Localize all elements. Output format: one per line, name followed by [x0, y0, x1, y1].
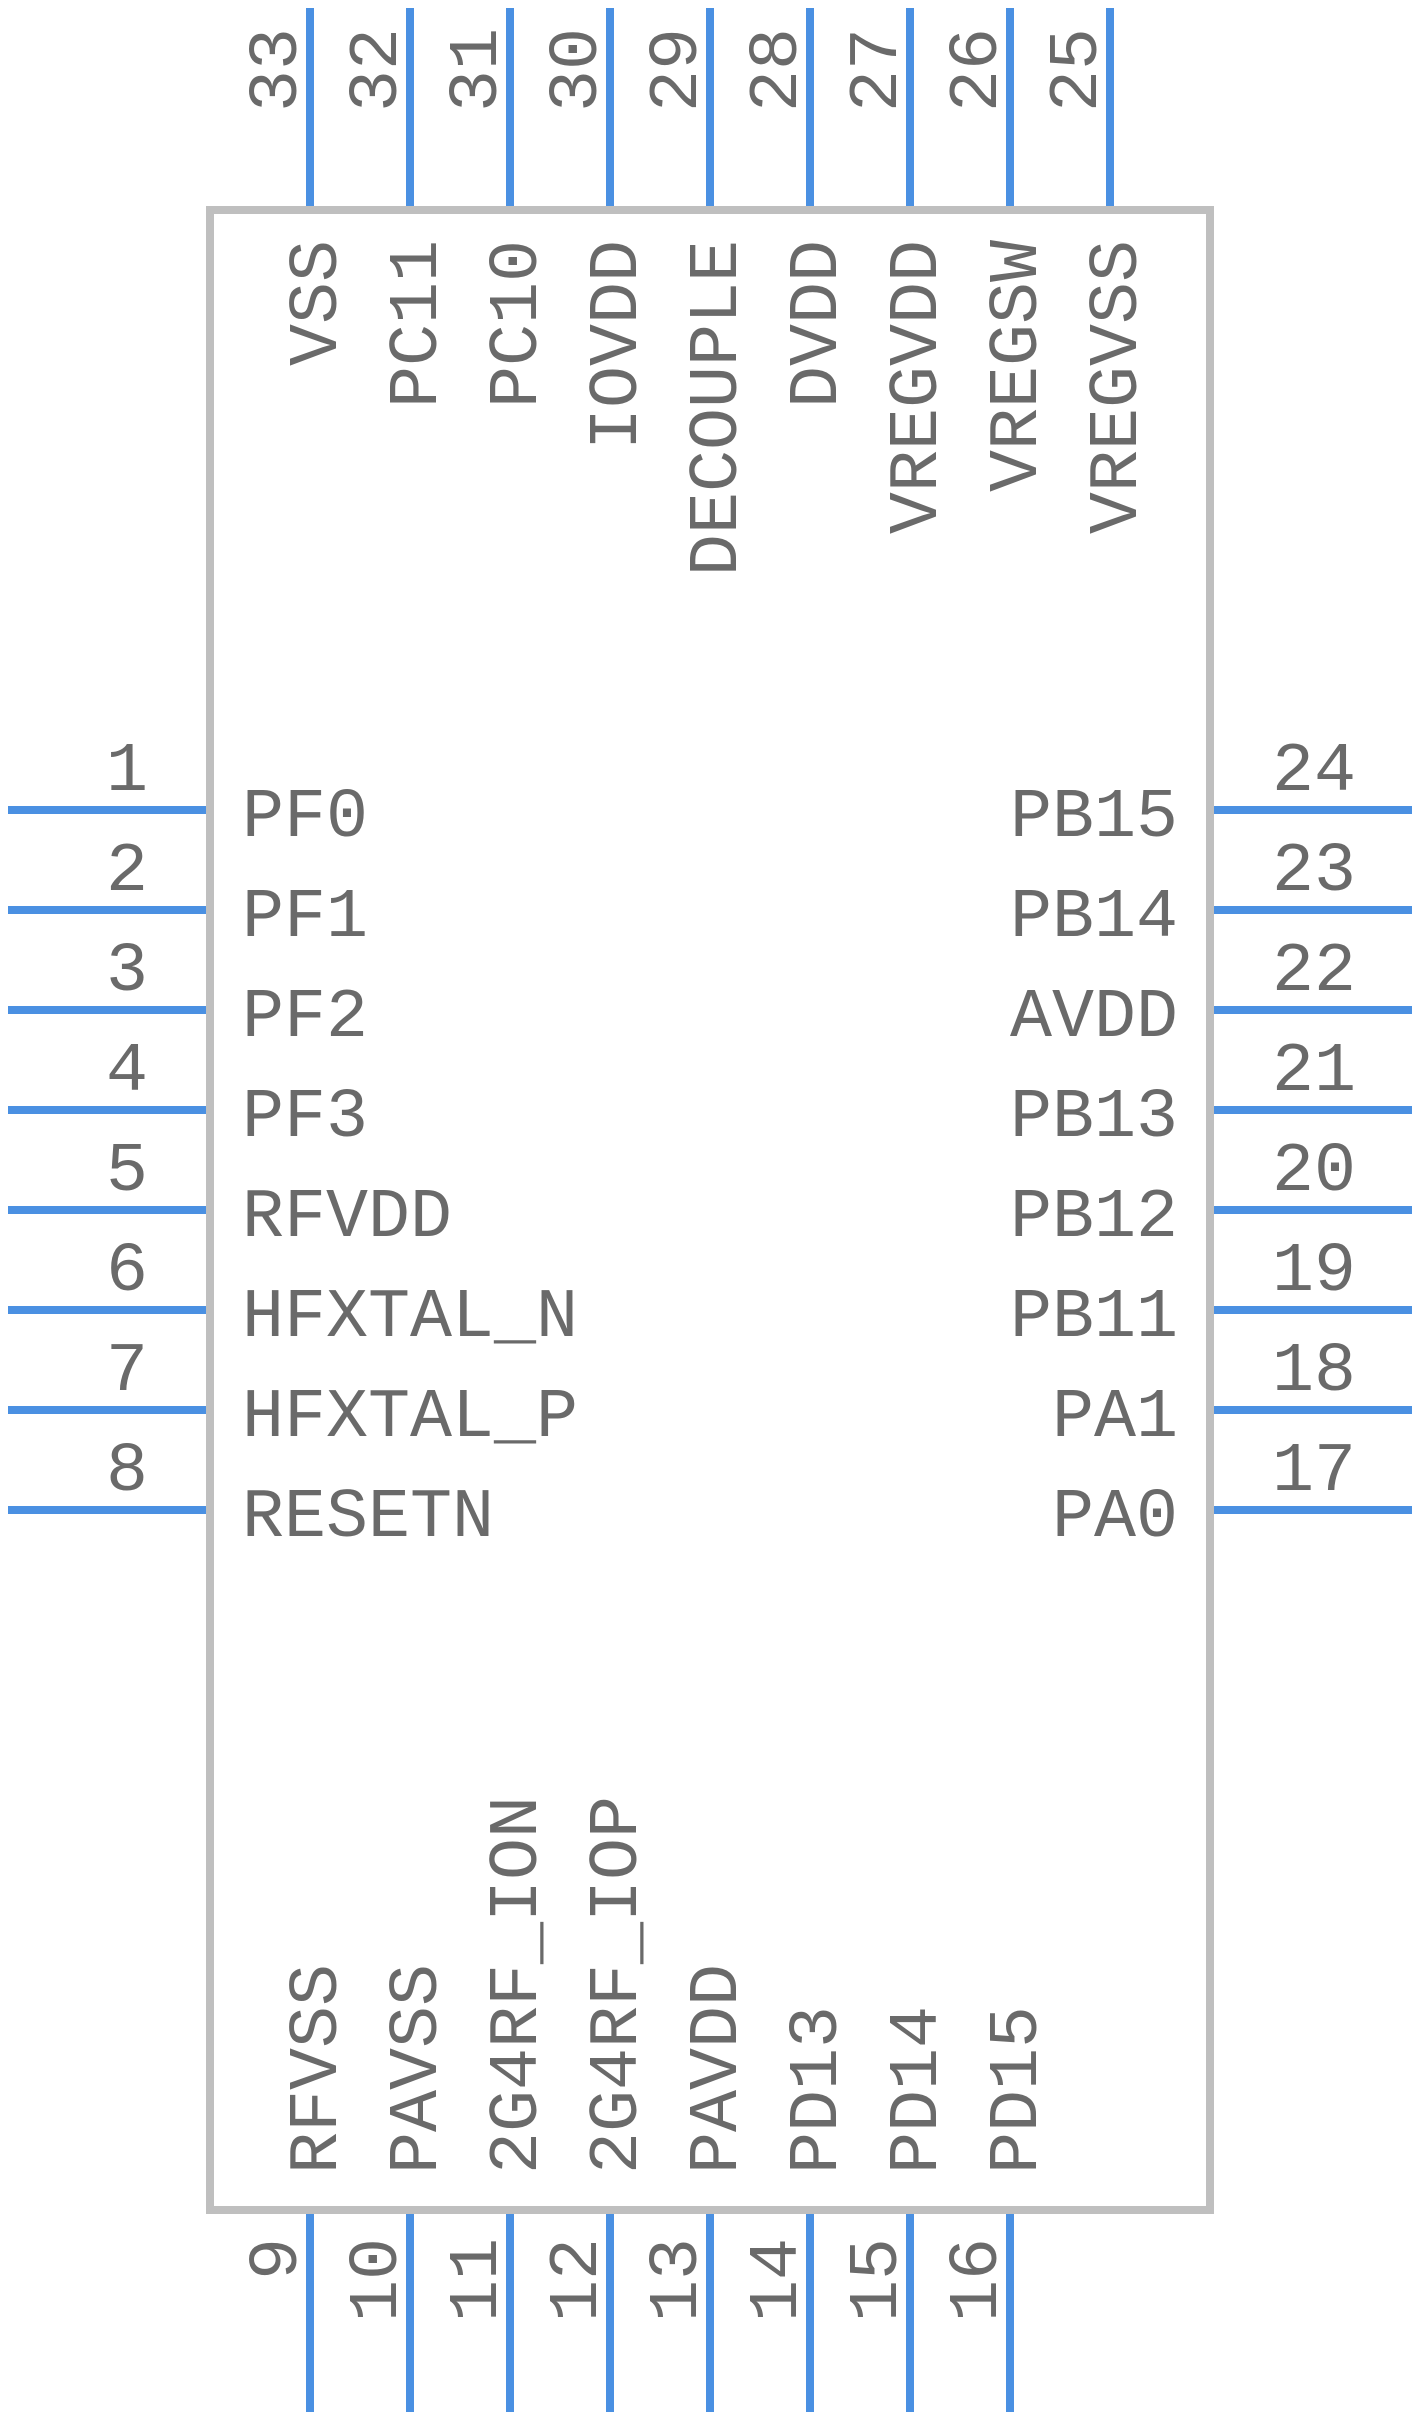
pin-name-5: RFVDD	[242, 1179, 452, 1258]
pin-name-7: HFXTAL_P	[242, 1379, 578, 1458]
ic-body	[206, 206, 1214, 2214]
pin-number-13: 13	[639, 2238, 718, 2322]
pin-name-12: 2G4RF_IOP	[579, 1796, 658, 2174]
pin-name-18: PA1	[1052, 1379, 1178, 1458]
pin-number-18: 18	[1272, 1333, 1356, 1412]
pin-number-2: 2	[106, 833, 148, 912]
pin-number-8: 8	[106, 1433, 148, 1512]
pin-name-33: VSS	[279, 240, 358, 366]
labels-layer: 33VSS32PC1131PC1030IOVDD29DECOUPLE28DVDD…	[106, 28, 1356, 2322]
pin-name-10: PAVSS	[379, 1964, 458, 2174]
pin-number-33: 33	[239, 28, 318, 112]
pin-name-8: RESETN	[242, 1479, 494, 1558]
pin-name-17: PA0	[1052, 1479, 1178, 1558]
pin-name-9: RFVSS	[279, 1964, 358, 2174]
pin-name-2: PF1	[242, 879, 368, 958]
pin-number-21: 21	[1272, 1033, 1356, 1112]
pin-number-25: 25	[1039, 28, 1118, 112]
pin-number-4: 4	[106, 1033, 148, 1112]
pin-number-15: 15	[839, 2238, 918, 2322]
pin-name-29: DECOUPLE	[679, 240, 758, 576]
pin-name-20: PB12	[1010, 1179, 1178, 1258]
pin-number-9: 9	[239, 2238, 318, 2280]
pin-number-7: 7	[106, 1333, 148, 1412]
pin-name-19: PB11	[1010, 1279, 1178, 1358]
pin-number-16: 16	[939, 2238, 1018, 2322]
pin-number-10: 10	[339, 2238, 418, 2322]
pin-name-32: PC11	[379, 240, 458, 408]
pin-number-22: 22	[1272, 933, 1356, 1012]
pin-number-6: 6	[106, 1233, 148, 1312]
pin-number-24: 24	[1272, 733, 1356, 812]
pin-name-23: PB14	[1010, 879, 1178, 958]
pin-name-27: VREGVDD	[879, 240, 958, 534]
pin-number-3: 3	[106, 933, 148, 1012]
pin-number-27: 27	[839, 28, 918, 112]
pin-name-14: PD13	[779, 2006, 858, 2174]
pin-name-25: VREGVSS	[1079, 240, 1158, 534]
pin-number-26: 26	[939, 28, 1018, 112]
pin-name-26: VREGSW	[979, 240, 1058, 492]
pin-name-31: PC10	[479, 240, 558, 408]
pin-name-13: PAVDD	[679, 1964, 758, 2174]
pin-number-1: 1	[106, 733, 148, 812]
pin-number-17: 17	[1272, 1433, 1356, 1512]
pin-number-32: 32	[339, 28, 418, 112]
pin-name-21: PB13	[1010, 1079, 1178, 1158]
pin-name-3: PF2	[242, 979, 368, 1058]
pin-name-16: PD15	[979, 2006, 1058, 2174]
pin-number-5: 5	[106, 1133, 148, 1212]
pin-number-19: 19	[1272, 1233, 1356, 1312]
pin-name-30: IOVDD	[579, 240, 658, 450]
pin-number-29: 29	[639, 28, 718, 112]
pin-name-11: 2G4RF_ION	[479, 1796, 558, 2174]
pin-number-11: 11	[439, 2238, 518, 2322]
pin-name-4: PF3	[242, 1079, 368, 1158]
pin-name-24: PB15	[1010, 779, 1178, 858]
pin-number-14: 14	[739, 2238, 818, 2322]
pin-name-22: AVDD	[1010, 979, 1178, 1058]
pin-name-28: DVDD	[779, 240, 858, 408]
pin-number-12: 12	[539, 2238, 618, 2322]
pin-number-28: 28	[739, 28, 818, 112]
pin-number-20: 20	[1272, 1133, 1356, 1212]
pins-layer	[8, 8, 1412, 2412]
pin-name-15: PD14	[879, 2006, 958, 2174]
pin-number-31: 31	[439, 28, 518, 112]
pin-name-1: PF0	[242, 779, 368, 858]
pin-name-6: HFXTAL_N	[242, 1279, 578, 1358]
pin-number-30: 30	[539, 28, 618, 112]
pin-number-23: 23	[1272, 833, 1356, 912]
